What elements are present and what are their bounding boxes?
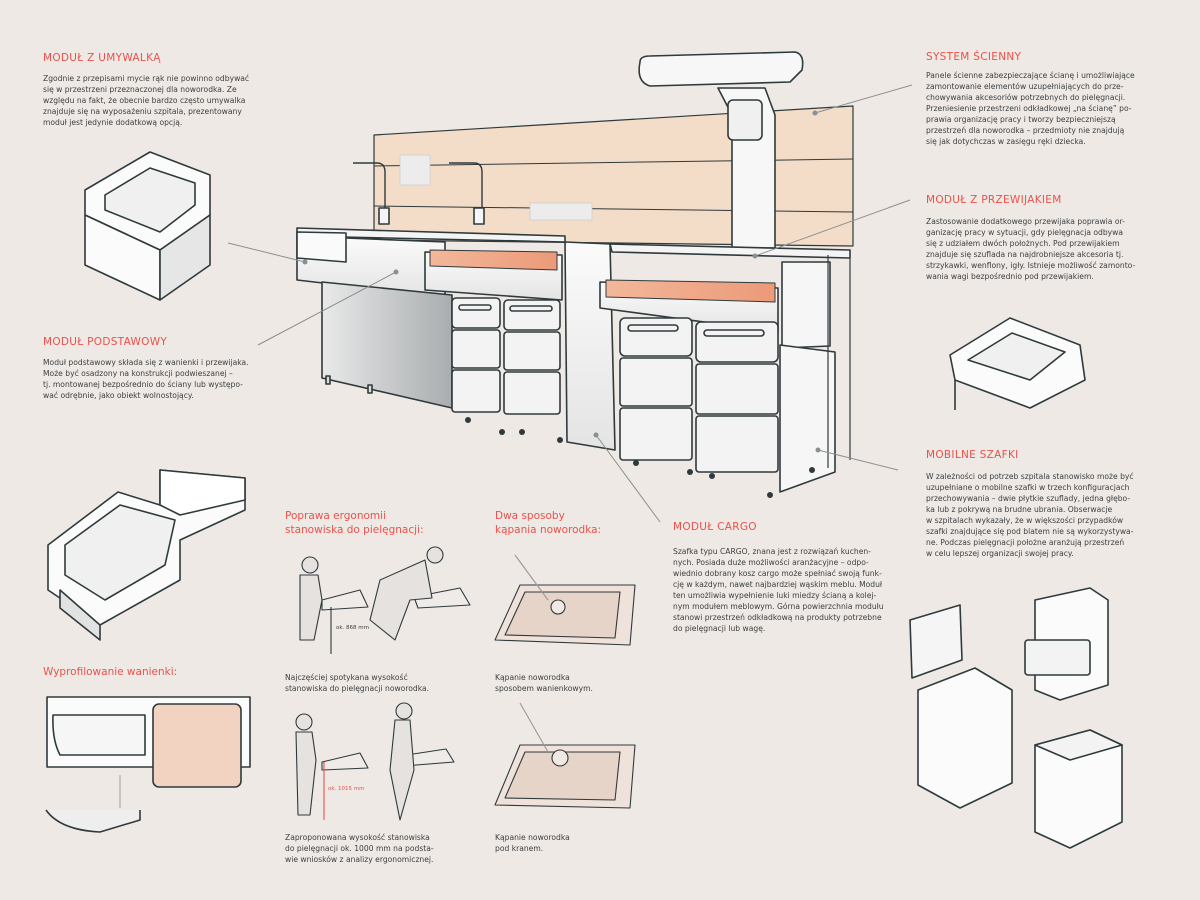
heading-modul-przewijak: MODUŁ Z PRZEWIJAKIEM — [926, 194, 1062, 206]
text-mobilne-szafki: W zależności od potrzeb szpitala stanowi… — [926, 472, 1134, 558]
measure-1015: ok. 1015 mm — [328, 786, 365, 792]
heading-modul-cargo: MODUŁ CARGO — [673, 521, 757, 533]
text-modul-umywalka: Zgodnie z przepisami mycie rąk nie powin… — [43, 74, 250, 127]
dispenser — [399, 154, 431, 186]
open-cabinet — [779, 344, 836, 493]
measure-868: ok. 868 mm — [336, 625, 370, 631]
bathing-illustrations — [494, 554, 636, 809]
leader-lines — [227, 84, 913, 523]
cargo-column — [564, 241, 616, 451]
text-modul-cargo: Szafka typu CARGO, znana jest z rozwiąza… — [673, 547, 884, 633]
caption-kapanie-2: Kąpanie noworodka pod kranem. — [495, 833, 570, 853]
main-workstation-illustration — [296, 51, 854, 498]
sink-module-illustration — [84, 151, 211, 301]
caption-ergonomia-2: Zaproponowana wysokość stanowiska do pie… — [285, 833, 434, 864]
text-system-scienny: Panele ścienne zabezpieczające ścianę i … — [926, 71, 1135, 146]
heading-kapanie: Dwa sposoby kąpania noworodka: — [495, 510, 602, 536]
heading-wyprofilowanie: Wyprofilowanie wanienki: — [43, 666, 178, 678]
heading-system-scienny: SYSTEM ŚCIENNY — [926, 51, 1022, 63]
mobile-cabinets-illustration — [909, 587, 1123, 849]
bathtub-profile-illustration — [45, 696, 251, 833]
caption-kapanie-1: Kąpanie noworodka sposobem wanienkowym. — [495, 673, 593, 693]
shelf-accessories — [529, 202, 593, 221]
lamp-head — [638, 51, 804, 87]
drawers-1 — [451, 297, 561, 415]
heading-modul-umywalka: MODUŁ Z UMYWALKĄ — [43, 52, 161, 64]
wall-panel — [373, 105, 854, 247]
bathtub-module-illustration — [47, 469, 246, 641]
text-modul-podstawowy: Moduł podstawowy składa się z wanienki i… — [43, 358, 249, 400]
text-modul-przewijak: Zastosowanie dodatkowego przewijaka popr… — [926, 217, 1136, 281]
ergonomics-illustrations — [295, 546, 471, 821]
changing-pad-1 — [429, 249, 558, 271]
heading-mobilne-szafki: MOBILNE SZAFKI — [926, 449, 1019, 461]
heading-modul-podstawowy: MODUŁ PODSTAWOWY — [43, 336, 168, 348]
caption-ergonomia-1: Najczęściej spotykana wysokość stanowisk… — [285, 673, 430, 693]
changing-pad-2 — [605, 279, 776, 303]
faucet-right — [449, 162, 483, 222]
heading-ergonomia: Poprawa ergonomii stanowiska do pielęgna… — [285, 510, 424, 536]
changer-module-illustration — [949, 317, 1086, 410]
drawers-2 — [619, 317, 779, 473]
faucet-left — [353, 162, 386, 222]
